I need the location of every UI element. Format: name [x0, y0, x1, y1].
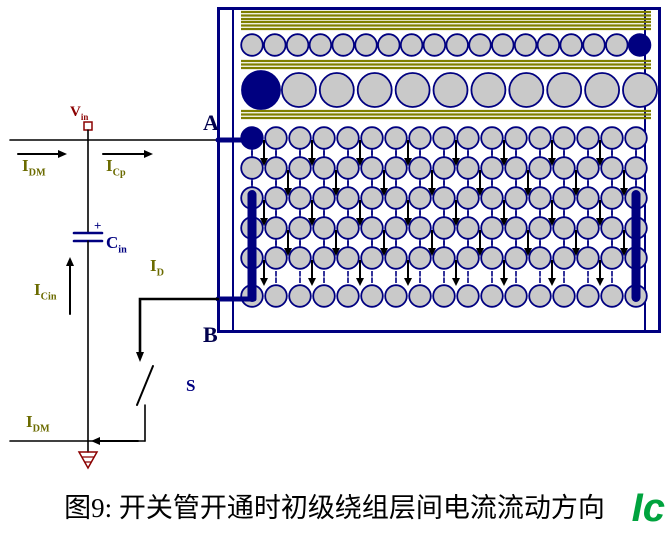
- label-id: ID: [150, 256, 164, 279]
- capacitor-cin: [72, 231, 104, 243]
- switch-s: [136, 365, 154, 442]
- label-vin: Vin: [70, 104, 89, 122]
- winding-box: [217, 7, 661, 333]
- icin-arrow: [66, 257, 74, 315]
- label-icp: ICp: [106, 156, 126, 179]
- idm-top-arrow: [17, 150, 67, 158]
- ground-symbol: [77, 440, 99, 470]
- insulation-stripes: [241, 10, 651, 120]
- label-icin: ICin: [34, 280, 57, 303]
- label-switch-s: S: [186, 376, 196, 395]
- id-branch-wire: [136, 297, 220, 362]
- label-cin: Cin: [106, 233, 127, 256]
- label-node-a: A: [203, 110, 219, 135]
- label-idm-bottom: IDM: [26, 412, 50, 435]
- winding-turns: [240, 33, 658, 308]
- current-flow-arrows: [260, 140, 628, 286]
- label-node-b: B: [203, 322, 218, 347]
- icp-arrow: [102, 150, 153, 158]
- vin-terminal-icon: [83, 121, 93, 131]
- primary-circuit: [9, 121, 257, 470]
- figure-caption: 图9: 开关管开通时初级绕组层间电流流动方向: [64, 493, 605, 523]
- layer-end-bars: [247, 190, 641, 302]
- label-idm-top: IDM: [22, 156, 46, 179]
- watermark-logo: Ic: [631, 486, 665, 530]
- label-plus: +: [94, 218, 102, 233]
- idm-bottom-arrow: [91, 437, 139, 445]
